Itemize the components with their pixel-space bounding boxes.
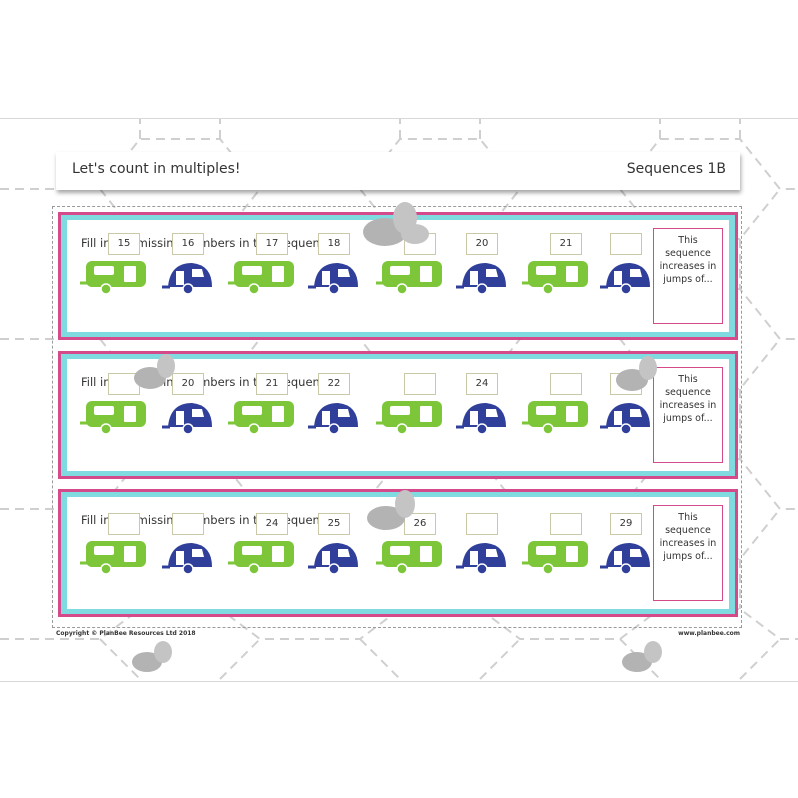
green-caravan-icon: [376, 401, 442, 435]
copyright-text: Copyright © PlanBee Resources Ltd 2018: [56, 630, 196, 637]
bee-icon: [134, 354, 175, 389]
blue-caravan-icon: [600, 263, 650, 295]
number-card: 26: [404, 513, 436, 535]
blue-caravan-icon: [162, 543, 212, 575]
green-caravan-icon: [80, 261, 146, 295]
number-card[interactable]: [550, 373, 582, 395]
bee-icon: [132, 641, 172, 672]
blue-caravan-icon: [456, 263, 506, 295]
blue-caravan-icon: [456, 543, 506, 575]
blue-caravan-icon: [456, 403, 506, 435]
blue-caravan-icon: [308, 263, 358, 295]
number-card: 22: [318, 373, 350, 395]
number-card: 20: [172, 373, 204, 395]
green-caravan-icon: [80, 401, 146, 435]
blue-caravan-icon: [308, 403, 358, 435]
number-card[interactable]: [172, 513, 204, 535]
number-card: 20: [466, 233, 498, 255]
blue-caravan-icon: [600, 543, 650, 575]
number-card: 25: [318, 513, 350, 535]
green-caravan-icon: [376, 541, 442, 575]
number-card: 21: [256, 373, 288, 395]
bee-icon: [367, 490, 415, 530]
blue-caravan-icon: [600, 403, 650, 435]
number-card: 18: [318, 233, 350, 255]
bee-icon: [363, 202, 429, 246]
number-card[interactable]: [404, 373, 436, 395]
green-caravan-icon: [522, 401, 588, 435]
green-caravan-icon: [522, 261, 588, 295]
number-card: 15: [108, 233, 140, 255]
bee-icon: [616, 356, 657, 391]
number-card: 17: [256, 233, 288, 255]
lesson-label: Sequences 1B: [626, 161, 726, 177]
jump-note-text: This sequence increases in jumps of...: [659, 512, 717, 562]
website-text: www.planbee.com: [678, 630, 740, 637]
number-card: 24: [256, 513, 288, 535]
number-card[interactable]: [466, 513, 498, 535]
blue-caravan-icon: [308, 543, 358, 575]
green-caravan-icon: [228, 261, 294, 295]
green-caravan-icon: [228, 541, 294, 575]
number-card[interactable]: [610, 233, 642, 255]
jump-note-text: This sequence increases in jumps of...: [659, 235, 717, 285]
green-caravan-icon: [228, 401, 294, 435]
green-caravan-icon: [376, 261, 442, 295]
jump-note-box[interactable]: This sequence increases in jumps of...: [653, 228, 723, 324]
number-card: 16: [172, 233, 204, 255]
number-card: 24: [466, 373, 498, 395]
jump-note-box[interactable]: This sequence increases in jumps of...: [653, 367, 723, 463]
blue-caravan-icon: [162, 403, 212, 435]
number-card: 29: [610, 513, 642, 535]
title-bar: Let's count in multiples! Sequences 1B: [56, 152, 740, 190]
jump-note-box[interactable]: This sequence increases in jumps of...: [653, 505, 723, 601]
number-card: 21: [550, 233, 582, 255]
number-card[interactable]: [108, 513, 140, 535]
bee-icon: [622, 641, 662, 672]
page-title: Let's count in multiples!: [72, 161, 241, 177]
blue-caravan-icon: [162, 263, 212, 295]
number-card[interactable]: [550, 513, 582, 535]
green-caravan-icon: [80, 541, 146, 575]
green-caravan-icon: [522, 541, 588, 575]
jump-note-text: This sequence increases in jumps of...: [659, 374, 717, 424]
